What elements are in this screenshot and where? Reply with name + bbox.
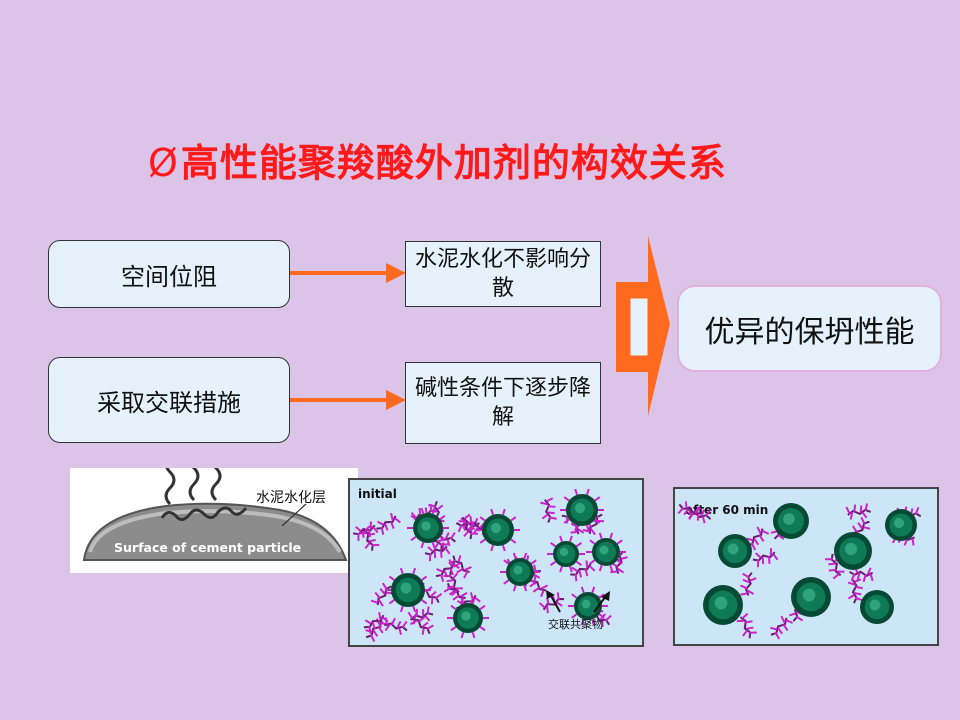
result-label: 优异的保坍性能 (704, 314, 915, 350)
slide-title: Ø高性能聚羧酸外加剂的构效关系 (148, 132, 788, 187)
surface-caption: Surface of cement particle (114, 540, 301, 555)
annotation-arrowhead-1 (546, 590, 555, 599)
effect-label-1: 水泥水化不影响分散 (414, 247, 591, 301)
particle-layer (703, 503, 917, 625)
cement-particle (860, 590, 894, 624)
cement-particle (568, 586, 608, 626)
layer-label: 水泥水化层 (256, 490, 326, 506)
crosslinked-polymer (740, 572, 757, 596)
cement-surface-figure: 水泥水化层 Surface of cement particle (70, 468, 358, 573)
effect-box-2: 碱性条件下逐步降解 (405, 362, 601, 444)
result-box: 优异的保坍性能 (677, 285, 942, 372)
cement-particle (718, 534, 752, 568)
cement-particle (834, 532, 872, 570)
crosslinked-polymer (677, 501, 702, 521)
adsorbed-chain (160, 506, 248, 521)
cement-particle (885, 509, 917, 541)
cement-particle (407, 507, 449, 549)
layer-pointer-line (281, 503, 307, 527)
cement-particle (791, 577, 831, 617)
cause-box-steric: 空间位阻 (48, 240, 290, 308)
annotation-arrow-1 (549, 593, 561, 613)
crosslinked-polymer (736, 612, 757, 639)
cement-particle (500, 552, 540, 592)
cement-particle (703, 585, 743, 625)
crosslinked-polymer (538, 592, 565, 614)
cement-particle (447, 597, 489, 639)
crosslinked-polymer (384, 617, 408, 635)
crosslinked-polymer (359, 525, 380, 551)
crosslinked-polymer (424, 542, 451, 562)
particle-layer (385, 488, 626, 639)
cement-particle (773, 503, 809, 539)
crosslink-annotation: 交联共聚物 (548, 617, 603, 631)
crosslinked-polymer (752, 548, 779, 568)
crosslinked-polymer (409, 612, 434, 635)
arrow-1 (290, 263, 406, 283)
bracket-arrow (616, 236, 670, 416)
crosslinked-polymer (458, 513, 479, 540)
effect-label-2: 碱性条件下逐步降解 (414, 376, 591, 430)
crosslinked-polymer (825, 553, 845, 580)
crosslinked-polymer (376, 512, 401, 536)
arrow-2 (290, 390, 406, 410)
cause-label-steric: 空间位阻 (121, 262, 217, 291)
polymer-chain-3 (210, 468, 222, 502)
initial-state-figure: initial 交联共聚物 (348, 478, 644, 647)
cement-particle (586, 532, 626, 572)
annotation-arrowhead-2 (601, 591, 610, 601)
hydration-layer (88, 509, 342, 554)
annotation-arrow-2 (593, 595, 607, 613)
polymer-chain-2 (188, 468, 200, 502)
crosslinked-polymer (570, 560, 596, 582)
cause-label-crosslink: 采取交联措施 (97, 388, 241, 417)
cement-particle (385, 567, 431, 613)
polymer-chain-1 (164, 468, 176, 506)
initial-label: initial (358, 487, 397, 501)
after-60min-figure: after 60 min (673, 487, 939, 646)
crosslinked-polymer (770, 615, 793, 640)
crosslinked-polymer (435, 559, 460, 582)
crosslinked-polymer (845, 503, 872, 520)
crosslinked-polymer (540, 497, 557, 523)
crosslinked-polymer (370, 582, 393, 607)
cement-particle (476, 508, 520, 552)
bullet-mark: Ø (148, 141, 179, 185)
crosslinked-polymer (847, 578, 864, 604)
cement-particle (547, 535, 585, 573)
cement-particle (560, 488, 604, 532)
after-label: after 60 min (685, 503, 768, 517)
cause-box-crosslink: 采取交联措施 (48, 357, 290, 443)
effect-box-1: 水泥水化不影响分散 (405, 241, 601, 307)
title-text: 高性能聚羧酸外加剂的构效关系 (180, 141, 727, 185)
